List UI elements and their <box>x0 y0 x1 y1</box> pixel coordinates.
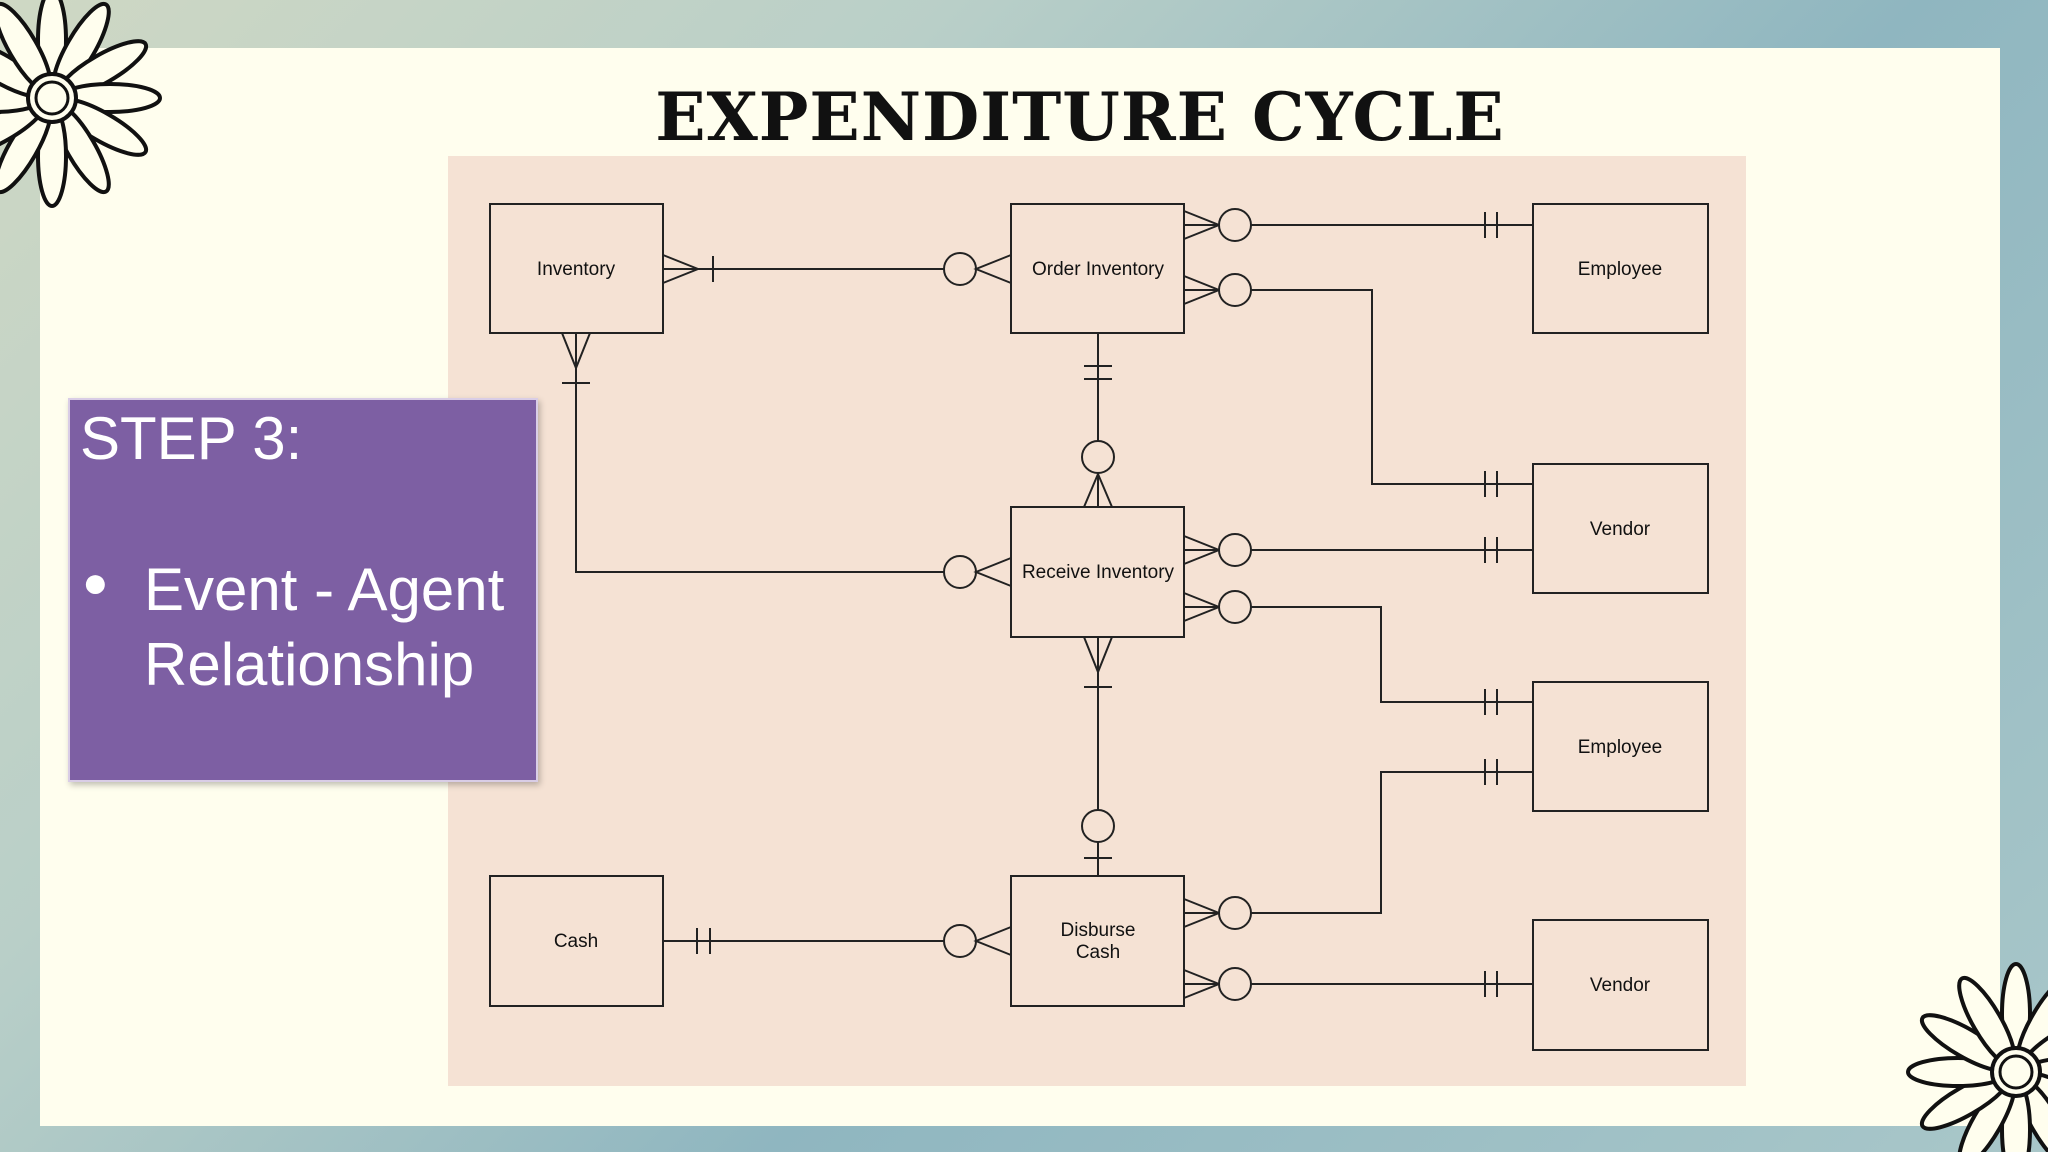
label-inventory: Inventory <box>537 259 616 280</box>
rel-receive-employee <box>1183 590 1533 715</box>
diagram-background <box>448 156 1746 1086</box>
label-employee-2: Employee <box>1578 737 1663 758</box>
label-disburse-cash-line1: Disburse <box>1061 920 1136 941</box>
rel-inventory-receive <box>561 332 1012 589</box>
rel-disburse-employee <box>1183 759 1533 930</box>
label-vendor-2: Vendor <box>1590 975 1651 996</box>
rel-order-receive <box>1081 333 1115 508</box>
rel-receive-vendor <box>1183 533 1533 567</box>
rel-inventory-order <box>662 252 1012 286</box>
step-heading: STEP 3: <box>80 405 303 472</box>
label-employee-1: Employee <box>1578 259 1663 280</box>
flower-top-left-icon <box>0 0 162 208</box>
entity-employee-2 <box>1532 681 1709 812</box>
label-cash: Cash <box>554 931 598 952</box>
step-box: STEP 3: ● Event - Agent Relationship <box>68 398 538 782</box>
flower-bottom-right-icon <box>1906 962 2048 1152</box>
rel-order-vendor <box>1183 273 1533 497</box>
rel-disburse-vendor <box>1183 967 1533 1001</box>
rel-order-employee <box>1183 208 1533 242</box>
entity-disburse-cash <box>1010 875 1185 1007</box>
rel-receive-disburse <box>1081 636 1115 876</box>
slide-title: EXPENDITURE CYCLE <box>655 78 1505 156</box>
label-disburse-cash-line2: Cash <box>1076 942 1120 963</box>
rel-cash-disburse <box>663 924 1012 958</box>
label-receive-inventory: Receive Inventory <box>1022 562 1175 583</box>
label-order-inventory: Order Inventory <box>1032 259 1164 280</box>
entity-vendor-1 <box>1532 463 1709 594</box>
entity-employee-1 <box>1532 203 1709 334</box>
label-vendor-1: Vendor <box>1590 519 1651 540</box>
step-bullet: Event - Agent Relationship <box>144 556 505 698</box>
bullet-dot-icon: ● <box>82 558 109 607</box>
